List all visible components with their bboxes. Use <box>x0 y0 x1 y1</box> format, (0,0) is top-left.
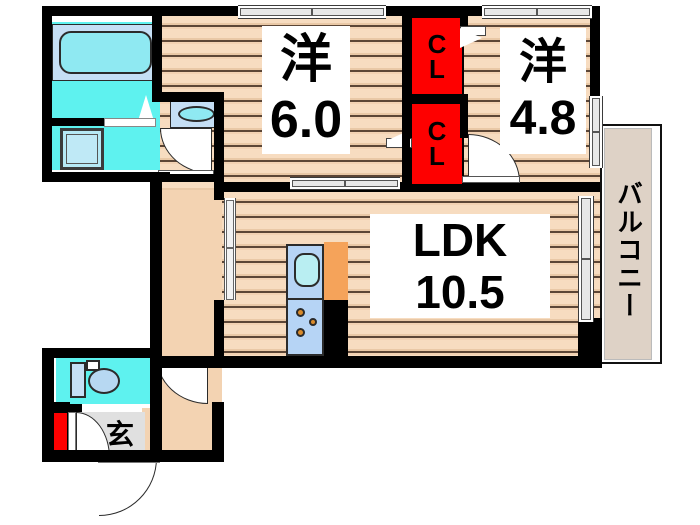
gas-stove-icon-2 <box>309 318 317 326</box>
kitchen-sink-unit <box>286 244 324 356</box>
closet-top-label-c: C <box>427 29 447 60</box>
window-room48-top[interactable] <box>482 5 592 19</box>
room-label-ldk-name: LDK <box>412 214 508 266</box>
hinge-triangle-icon <box>138 95 154 121</box>
wash-threshold <box>104 118 156 127</box>
wall-wash-alcove-top <box>162 92 224 102</box>
closet-bottom-label-l: L <box>429 141 445 171</box>
wall-closet-right-mid <box>460 94 468 138</box>
wall-genkan-upper-strip <box>42 404 82 412</box>
room-label-ldk: LDK 10.5 <box>370 214 550 318</box>
room-label-6-size: 6.0 <box>269 91 343 149</box>
washing-machine-icon <box>60 128 104 170</box>
room-label-48-kanji: 洋 <box>518 36 567 89</box>
gas-stove-icon <box>296 308 305 317</box>
kitchen-wall-stub <box>324 300 348 358</box>
entrance-door-arc[interactable] <box>99 458 157 516</box>
closet-bottom-label-c: C <box>427 116 447 147</box>
wall-bath-divider <box>50 118 112 126</box>
wall-hall-left <box>150 182 162 460</box>
wall-bath-bottom <box>42 172 170 182</box>
wall-rooms-ldk-divider <box>222 182 600 192</box>
room-label-genkan-kanji: 玄 <box>105 419 134 450</box>
room48-door-panel[interactable] <box>462 176 520 183</box>
ldk-sliding-door[interactable] <box>224 198 236 300</box>
room-label-48: 洋 4.8 <box>500 28 586 154</box>
closet-top-hinge-icon <box>460 28 482 48</box>
room-label-ldk-size: 10.5 <box>415 266 505 318</box>
wall-closet-left-lower <box>402 96 410 182</box>
wall-wash-alcove-right <box>214 92 224 182</box>
wall-hall-right-lower <box>214 300 224 360</box>
window-room6-bottom[interactable] <box>290 177 400 190</box>
room-label-48-size: 4.8 <box>509 92 577 145</box>
toilet-tank-icon <box>70 362 86 398</box>
wall-hall-right-upper <box>214 182 224 200</box>
room-label-6-kanji: 洋 <box>279 31 332 89</box>
closet-top-label-l: L <box>429 54 445 84</box>
wall-ldk-bottom <box>160 356 592 368</box>
wall-wash-bottom-strip <box>152 174 224 182</box>
wall-toilet-right <box>150 348 162 406</box>
wall-outer-right-upper <box>590 6 600 126</box>
balcony-floor <box>604 128 652 360</box>
toilet-bowl-icon <box>88 368 120 394</box>
wall-closet-right-upper <box>460 16 468 26</box>
closet-bottom[interactable]: C L <box>410 102 464 186</box>
wall-closet-divider <box>402 94 468 102</box>
closet-top[interactable]: C L <box>410 16 464 98</box>
gas-stove-icon-3 <box>296 328 305 337</box>
kitchen-sink-icon <box>294 253 320 287</box>
bathtub-icon <box>52 24 159 81</box>
wall-genkan-right <box>212 402 224 460</box>
wall-outer-left-upper <box>42 6 52 182</box>
window-room48-right[interactable] <box>589 96 603 168</box>
balcony-label: バルコニー <box>613 180 644 320</box>
ldk-balcony-glass-door[interactable] <box>578 196 594 322</box>
wall-genkan-bottom <box>42 450 224 462</box>
room-label-genkan: 玄 <box>98 418 142 452</box>
window-room6-top[interactable] <box>238 5 386 19</box>
room-label-6: 洋 6.0 <box>262 26 350 154</box>
wall-toilet-top <box>42 348 162 358</box>
wall-wash-right-upper <box>152 16 162 102</box>
wall-closet-left-upper <box>402 16 410 94</box>
